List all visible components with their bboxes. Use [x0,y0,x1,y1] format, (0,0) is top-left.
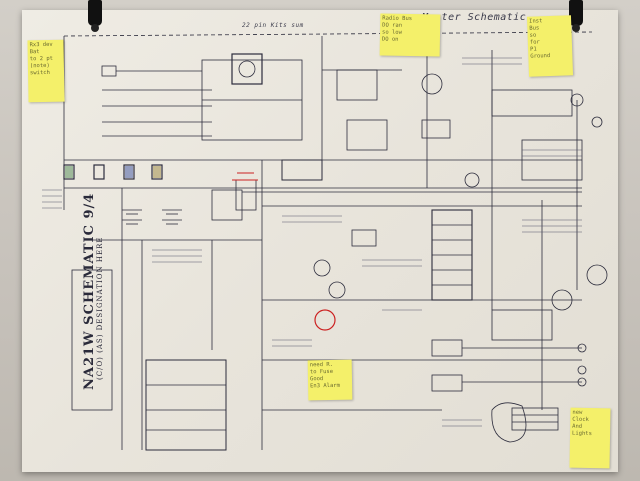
binder-clip-right [569,0,583,32]
schematic-drawing [42,31,608,451]
vertical-schematic-label: NA21W SCHEMATIC 9/4 [82,192,97,390]
schematic-sheet: Master Schematic 22 pin Kits sum NA21W S… [22,10,618,472]
sticky-note-bottom-center: need R. to Fuse Good En3 Alarm [307,359,353,401]
binder-clip-left [88,0,102,32]
sticky-note-top-left: Rx3 dev Bat to 2 pt (note) switch [27,39,65,103]
schematic-title: Master Schematic [422,12,527,23]
top-margin-note: 22 pin Kits sum [242,22,304,29]
sticky-note-top-center: Radio Bus DO ran so low DO on [379,13,441,57]
sticky-note-top-right: Inst Bus so for P1 Ground [526,15,574,77]
vertical-schematic-sublabel: (C/O) (AS) DESIGNATION HERE [96,236,104,380]
sticky-note-bottom-right: new Clock And Lights [569,407,611,469]
